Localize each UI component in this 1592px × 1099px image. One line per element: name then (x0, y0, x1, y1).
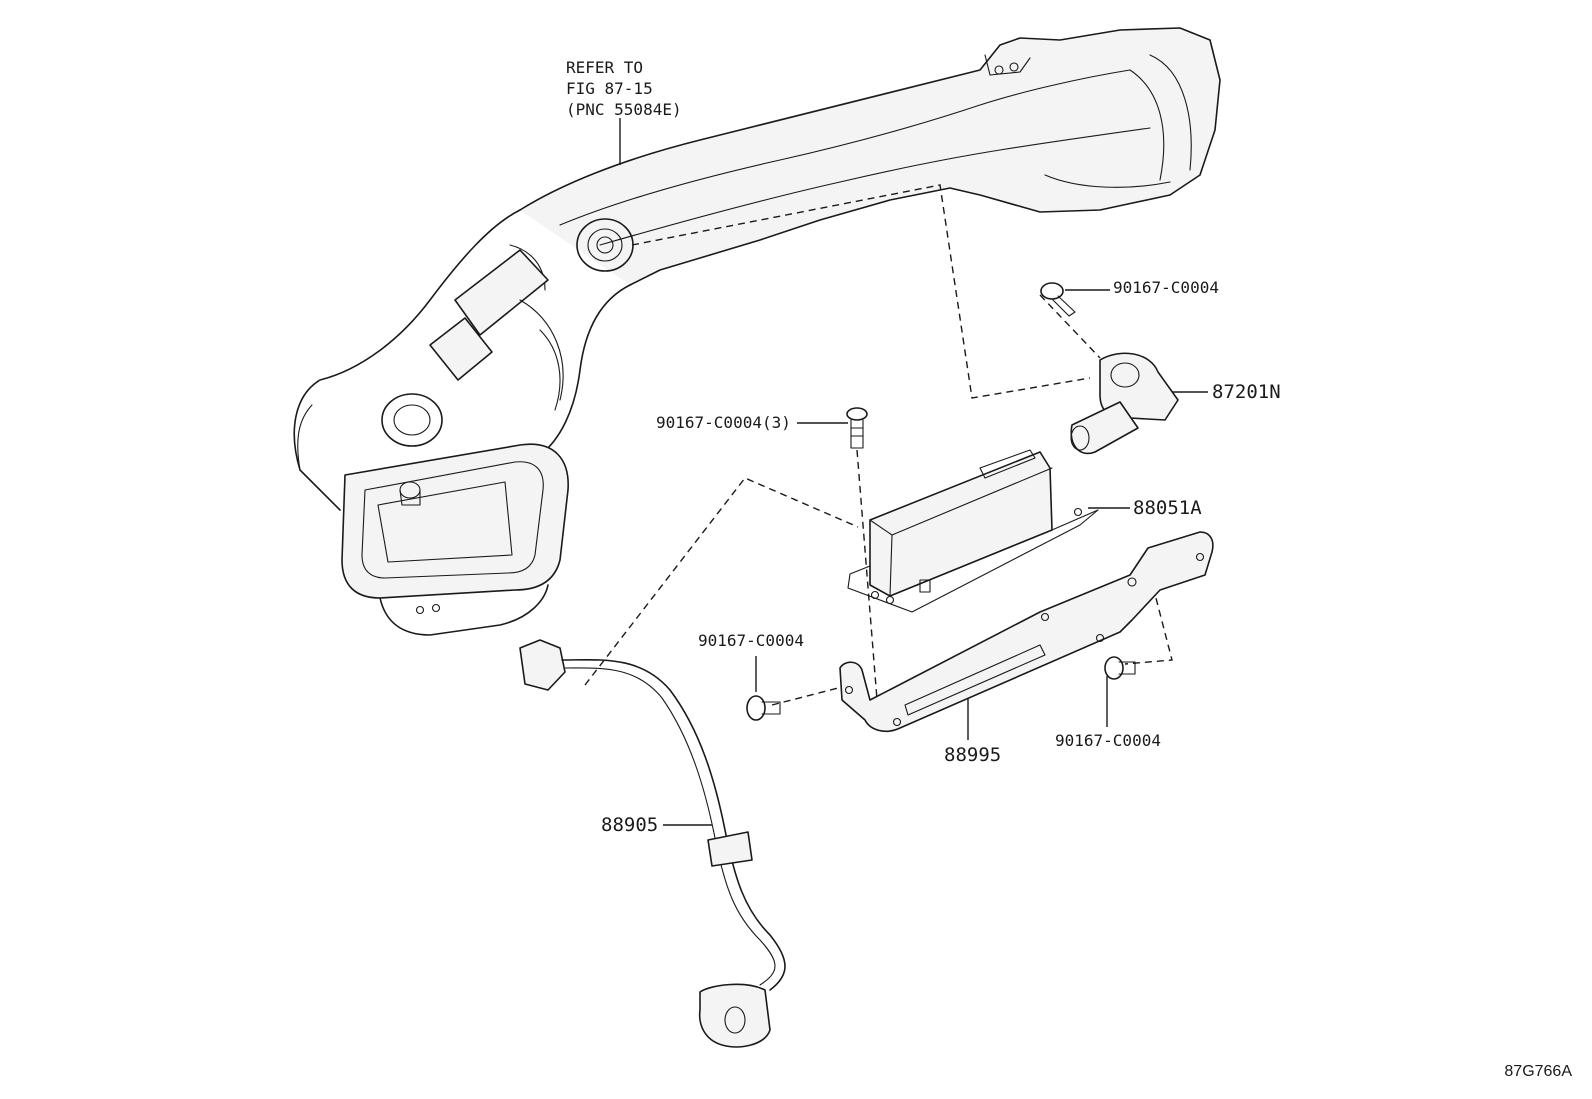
illustration-code: 87G766A (1504, 1063, 1572, 1080)
bolt-lower-right-drawing (1104, 656, 1136, 680)
bolt-upper-right-drawing (1040, 282, 1076, 317)
reference-note: REFER TO FIG 87-15 (PNC 55084E) (566, 57, 682, 120)
bracket-drawing (839, 531, 1214, 732)
callout-bracket: 88995 (944, 744, 1002, 766)
callout-bolt-qty3: 90167-C0004(3) (656, 413, 791, 432)
sensor-drawing (1070, 352, 1179, 455)
callout-bolt-left: 90167-C0004 (698, 631, 804, 650)
bolt-qty3-drawing (846, 407, 868, 449)
callout-bolt-upper-right: 90167-C0004 (1113, 278, 1219, 297)
reference-note-line2: FIG 87-15 (566, 79, 653, 98)
callout-module: 88051A (1133, 497, 1202, 519)
callout-wire-harness: 88905 (601, 814, 659, 836)
wire-harness-drawing (519, 639, 786, 1048)
module-drawing (847, 449, 1099, 613)
reference-note-line1: REFER TO (566, 58, 644, 77)
bolt-left-drawing (746, 695, 781, 721)
leader-lines (619, 118, 1208, 826)
callout-bolt-lower-right: 90167-C0004 (1055, 731, 1161, 750)
air-duct-assembly (293, 27, 1221, 636)
callout-sensor: 87201N (1212, 381, 1281, 403)
reference-note-line3: (PNC 55084E) (566, 100, 682, 119)
assembly-lines (584, 184, 1173, 713)
